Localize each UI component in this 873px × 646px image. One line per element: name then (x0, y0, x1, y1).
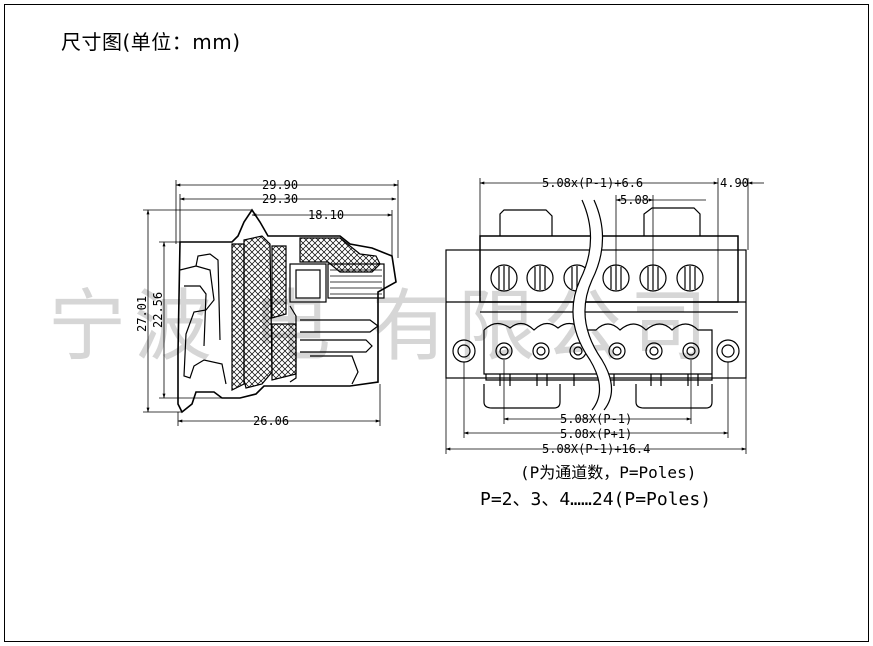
dim-29-30: 29.30 (262, 192, 298, 206)
poles-range-note: P=2、3、4……24(P=Poles) (480, 489, 712, 510)
dim-27-01: 27.01 (135, 296, 149, 332)
drawing-title: 尺寸图(单位：mm) (61, 30, 241, 54)
side-view (177, 208, 397, 414)
dim-bottom-3: 5.08X(P-1)+16.4 (542, 442, 650, 456)
dim-18-10: 18.10 (308, 208, 344, 222)
dim-top-span: 5.08x(P-1)+6.6 (542, 176, 643, 190)
drawing-frame (4, 4, 869, 642)
dim-22-56: 22.56 (151, 292, 165, 328)
dim-26-06: 26.06 (253, 414, 289, 428)
dim-bottom-1: 5.08X(P-1) (560, 412, 632, 426)
dim-bottom-2: 5.08x(P+1) (560, 427, 632, 441)
dim-29-90: 29.90 (262, 178, 298, 192)
dim-4-90: 4.90 (720, 176, 749, 190)
poles-note: (P为通道数，P=Poles) (520, 463, 697, 482)
dim-5-08-pitch: 5.08 (620, 193, 649, 207)
